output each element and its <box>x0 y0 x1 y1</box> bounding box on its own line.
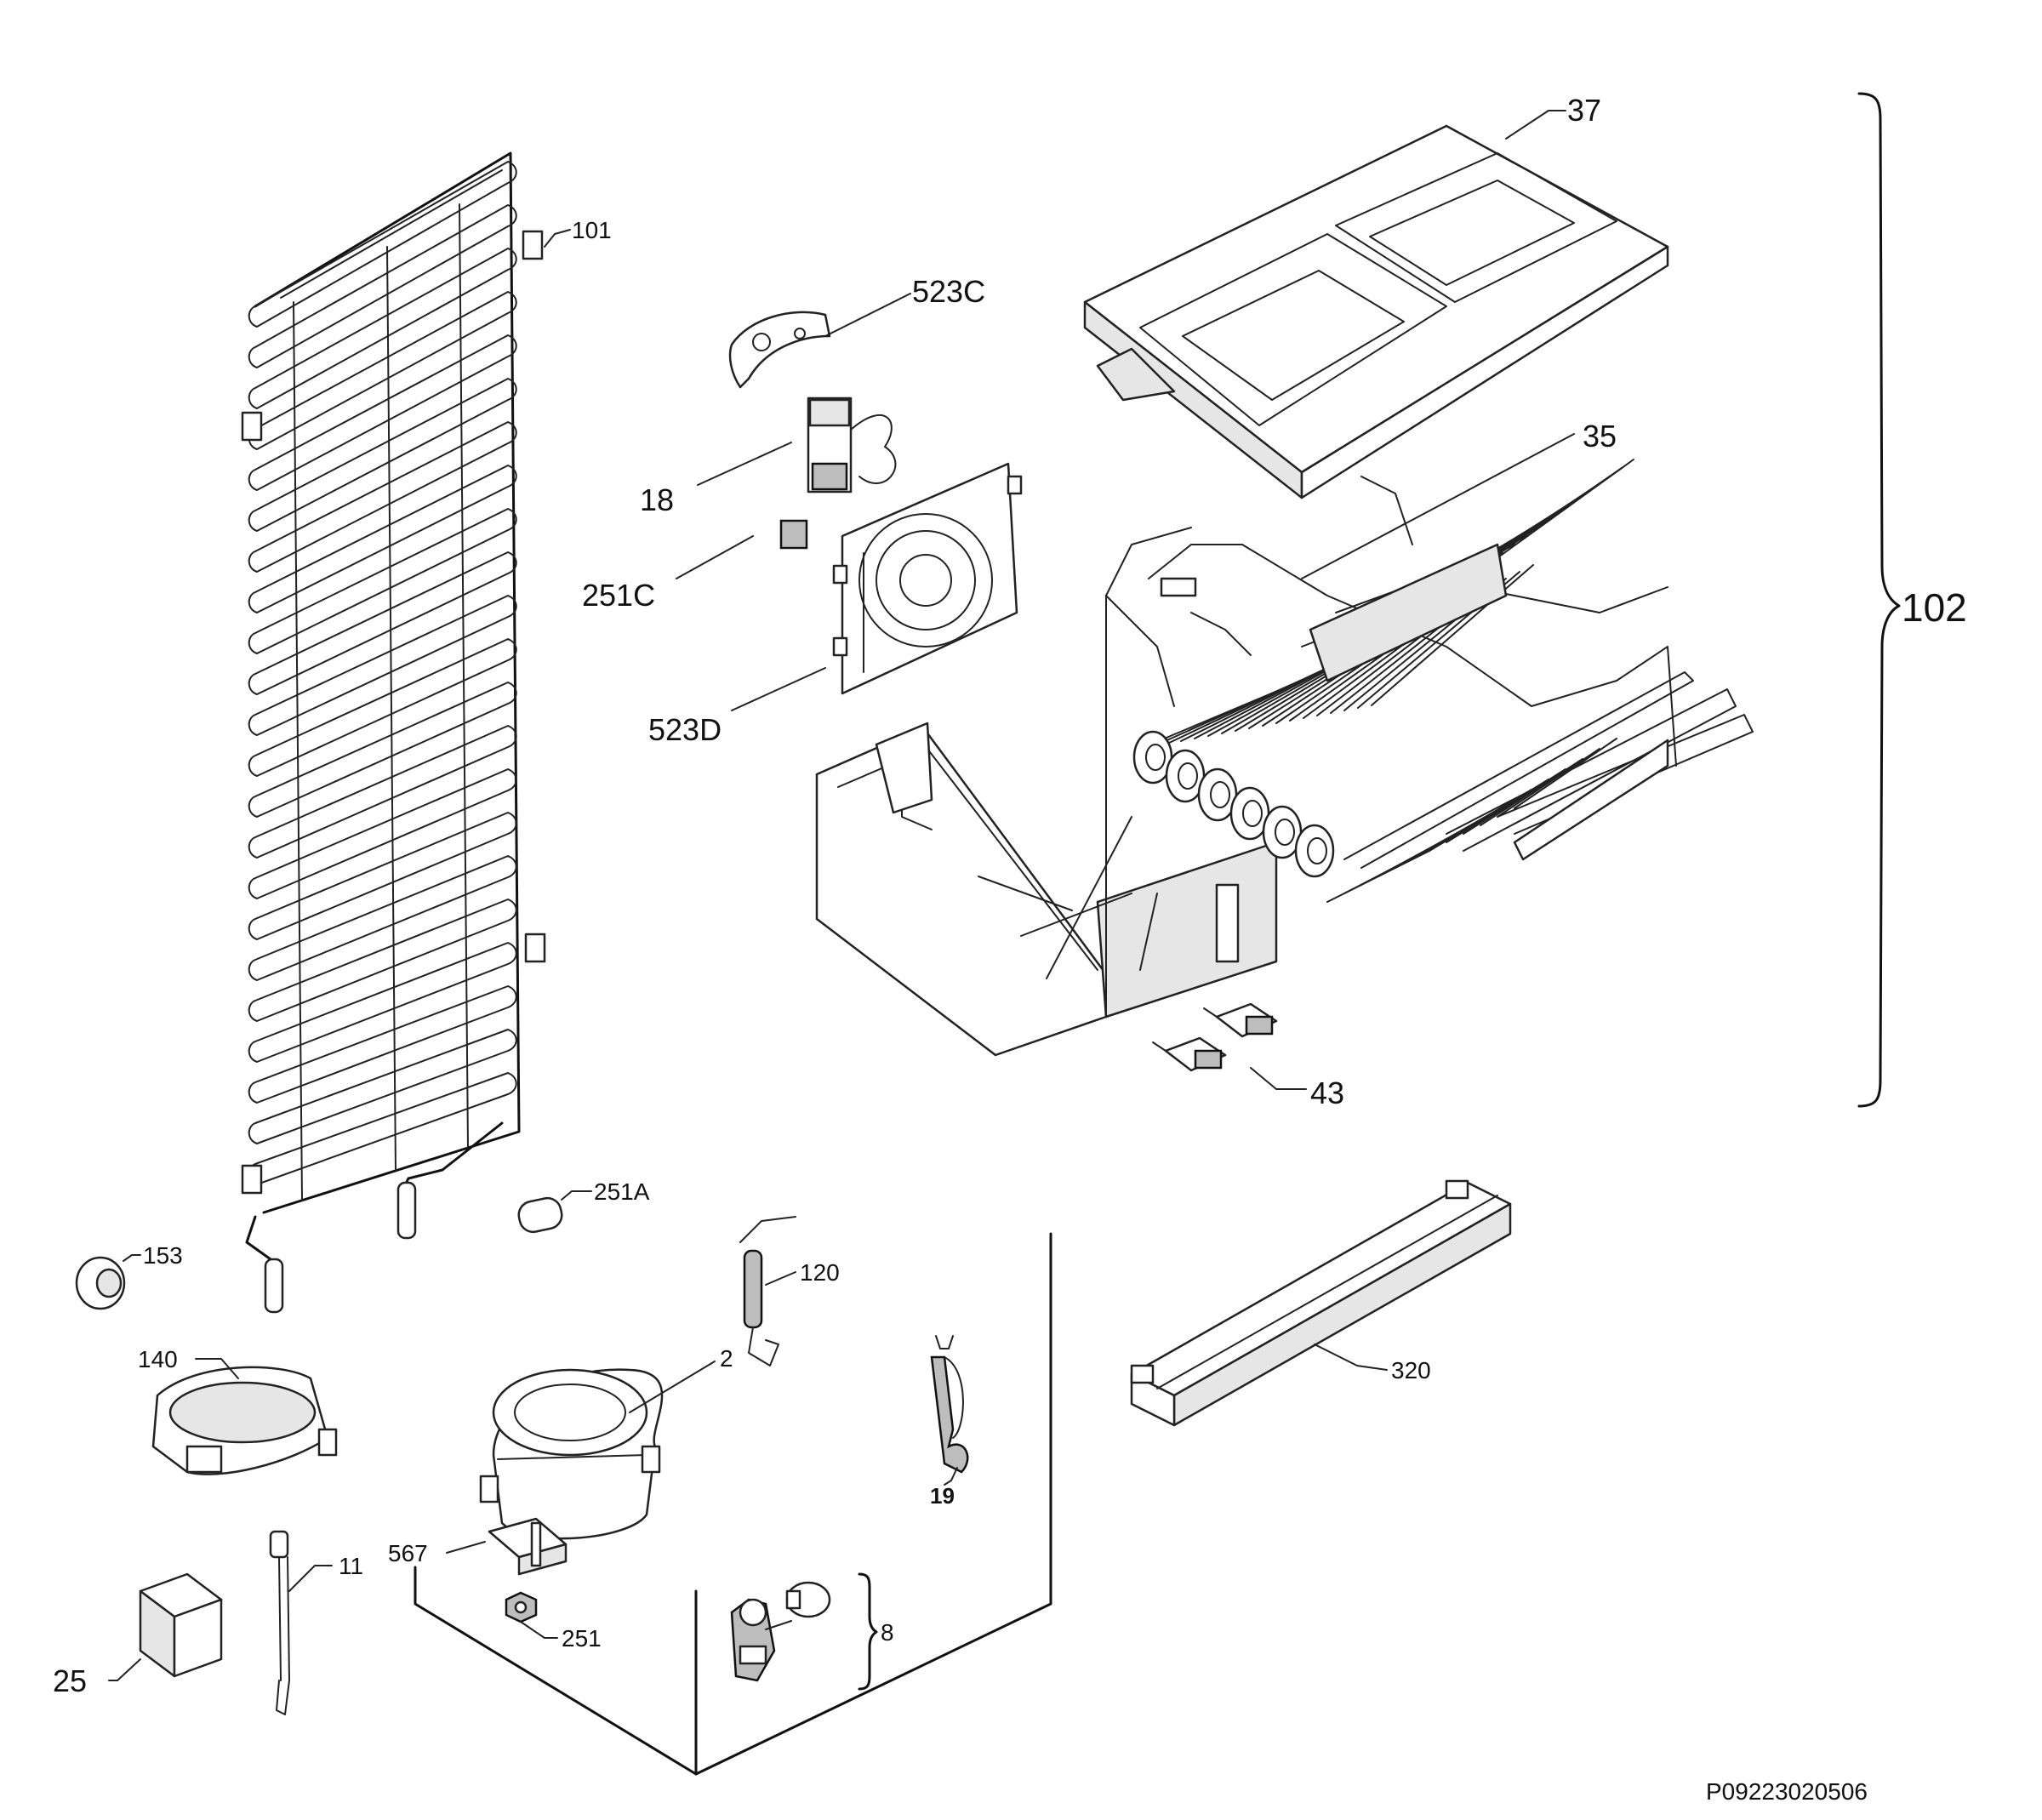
coil-row <box>248 1029 517 1144</box>
coil-row <box>248 465 517 613</box>
label-251: 251 <box>562 1625 602 1652</box>
evaporator-fin <box>1180 659 1343 742</box>
label-251a: 251A <box>594 1178 650 1205</box>
evaporator-fin <box>1371 564 1534 706</box>
sleeve-251a <box>517 1196 563 1234</box>
damper-block-251c <box>779 519 808 550</box>
label-153: 153 <box>143 1242 183 1269</box>
fan-bracket-523d <box>832 462 1023 695</box>
label-251c: 251C <box>582 578 655 613</box>
coil-row <box>248 334 517 491</box>
brace-102 <box>1857 92 1901 1108</box>
grommet-153 <box>75 1256 126 1310</box>
drip-tray <box>1083 124 1669 499</box>
label-37: 37 <box>1567 93 1601 128</box>
leader-lines <box>108 110 1575 1681</box>
coil-row <box>248 725 517 859</box>
coil-row <box>248 812 517 940</box>
heater-19 <box>930 1335 969 1474</box>
bolt-251 <box>505 1591 538 1623</box>
coil-row <box>248 378 517 532</box>
tube-loop-inner <box>1275 819 1295 846</box>
reference-code: P09223020506 <box>1706 1778 1868 1805</box>
coil-row <box>248 551 517 695</box>
coil-row <box>248 638 517 777</box>
tube-loop-inner <box>1307 837 1327 864</box>
label-101: 101 <box>572 217 612 243</box>
compressor <box>479 1368 664 1576</box>
compressor-tray <box>151 1366 338 1475</box>
label-8: 8 <box>881 1619 894 1646</box>
capacitor-box <box>139 1572 223 1678</box>
wire-connectors <box>1152 1002 1278 1072</box>
label-523d: 523D <box>648 712 722 747</box>
coil-row <box>248 768 517 899</box>
coil-row <box>248 942 517 1063</box>
evaporator-fin <box>1463 768 1566 835</box>
sensor-11 <box>269 1530 290 1715</box>
evaporator-fin <box>1480 459 1634 571</box>
tube-loop-inner <box>1210 781 1230 808</box>
label-2: 2 <box>720 1345 733 1372</box>
coil-row <box>248 855 517 981</box>
label-11: 11 <box>339 1553 363 1579</box>
coil-row <box>248 682 517 818</box>
coil-row <box>248 595 517 736</box>
label-18: 18 <box>640 482 674 517</box>
evaporator-fin <box>1480 758 1583 826</box>
tube-loop <box>1294 824 1335 878</box>
label-140: 140 <box>138 1346 178 1372</box>
evaporator-assembly <box>815 459 1754 1057</box>
fan-motor <box>807 397 897 494</box>
label-25: 25 <box>53 1663 87 1698</box>
tube-loop-inner <box>1178 762 1198 790</box>
coil-row <box>248 291 517 450</box>
label-19: 19 <box>930 1483 955 1509</box>
label-523c: 523C <box>912 274 985 309</box>
coil-row <box>248 204 517 368</box>
part-labels: 37 102 101 523C 18 35 251C 523D 43 251A … <box>53 93 1967 1805</box>
relay-8 <box>730 1581 831 1682</box>
sensor-120 <box>739 1216 796 1366</box>
condenser-coil <box>241 151 546 1314</box>
label-43: 43 <box>1310 1075 1344 1110</box>
coil-row <box>248 899 517 1022</box>
label-35: 35 <box>1583 419 1617 454</box>
label-120: 120 <box>800 1259 840 1286</box>
coil-row <box>248 161 517 328</box>
fan-cover-523c <box>728 311 831 389</box>
label-567: 567 <box>388 1540 428 1566</box>
evaporator-fin <box>1497 748 1600 818</box>
coil-row <box>248 421 517 573</box>
label-320: 320 <box>1391 1357 1431 1384</box>
brace-8 <box>858 1572 878 1691</box>
coil-row <box>248 985 517 1104</box>
tube-loop-inner <box>1242 800 1263 827</box>
label-102: 102 <box>1902 585 1967 630</box>
door-bar-320 <box>1130 1179 1512 1427</box>
tube-loop-inner <box>1145 744 1166 771</box>
coil-row <box>248 508 517 654</box>
coil-row <box>248 248 517 409</box>
